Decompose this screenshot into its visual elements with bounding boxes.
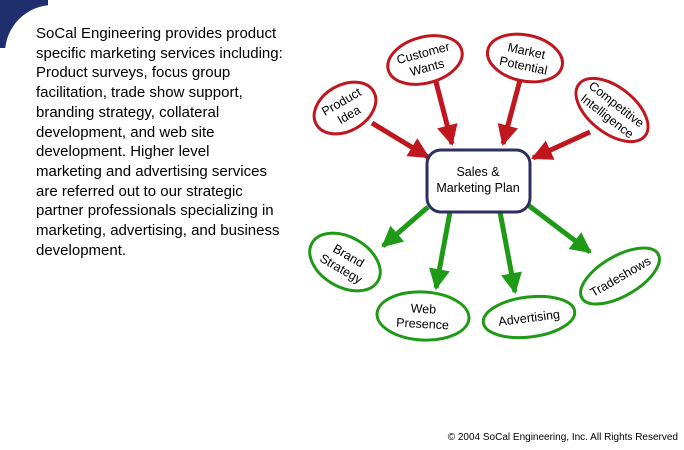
copyright-notice: © 2004 SoCal Engineering, Inc. All Right… xyxy=(447,432,678,443)
input-node-competitive-intelligence: Competitive Intelligence xyxy=(574,76,650,144)
arrow-tradeshows xyxy=(526,203,592,254)
corner-decoration-cutout xyxy=(5,5,101,101)
output-node-brand-strategy: Brand Strategy xyxy=(308,231,382,293)
arrow-customer-wants xyxy=(433,81,458,147)
arrow-brand-strategy xyxy=(381,205,430,248)
arrow-product-idea xyxy=(370,120,430,160)
arrow-market-potential xyxy=(497,79,523,147)
input-node-market-potential: Market Potential xyxy=(486,32,564,84)
arrow-competitive-intelligence xyxy=(531,129,592,161)
center-node-label-line1: Sales & xyxy=(456,165,500,179)
arrow-web-presence xyxy=(429,211,453,291)
input-node-customer-wants: Customer Wants xyxy=(386,34,464,86)
input-node-product-idea: Product Idea xyxy=(312,80,378,136)
output-node-web-presence-line2: Presence xyxy=(396,316,450,333)
output-node-web-presence: Web Presence xyxy=(375,290,471,342)
center-node-label-line2: Marketing Plan xyxy=(436,181,519,195)
output-node-advertising: Advertising xyxy=(481,294,577,340)
output-node-web-presence-line1: Web xyxy=(410,301,436,316)
intro-paragraph: SoCal Engineering provides product speci… xyxy=(36,25,283,259)
center-node xyxy=(425,148,532,214)
arrow-advertising xyxy=(497,211,522,295)
